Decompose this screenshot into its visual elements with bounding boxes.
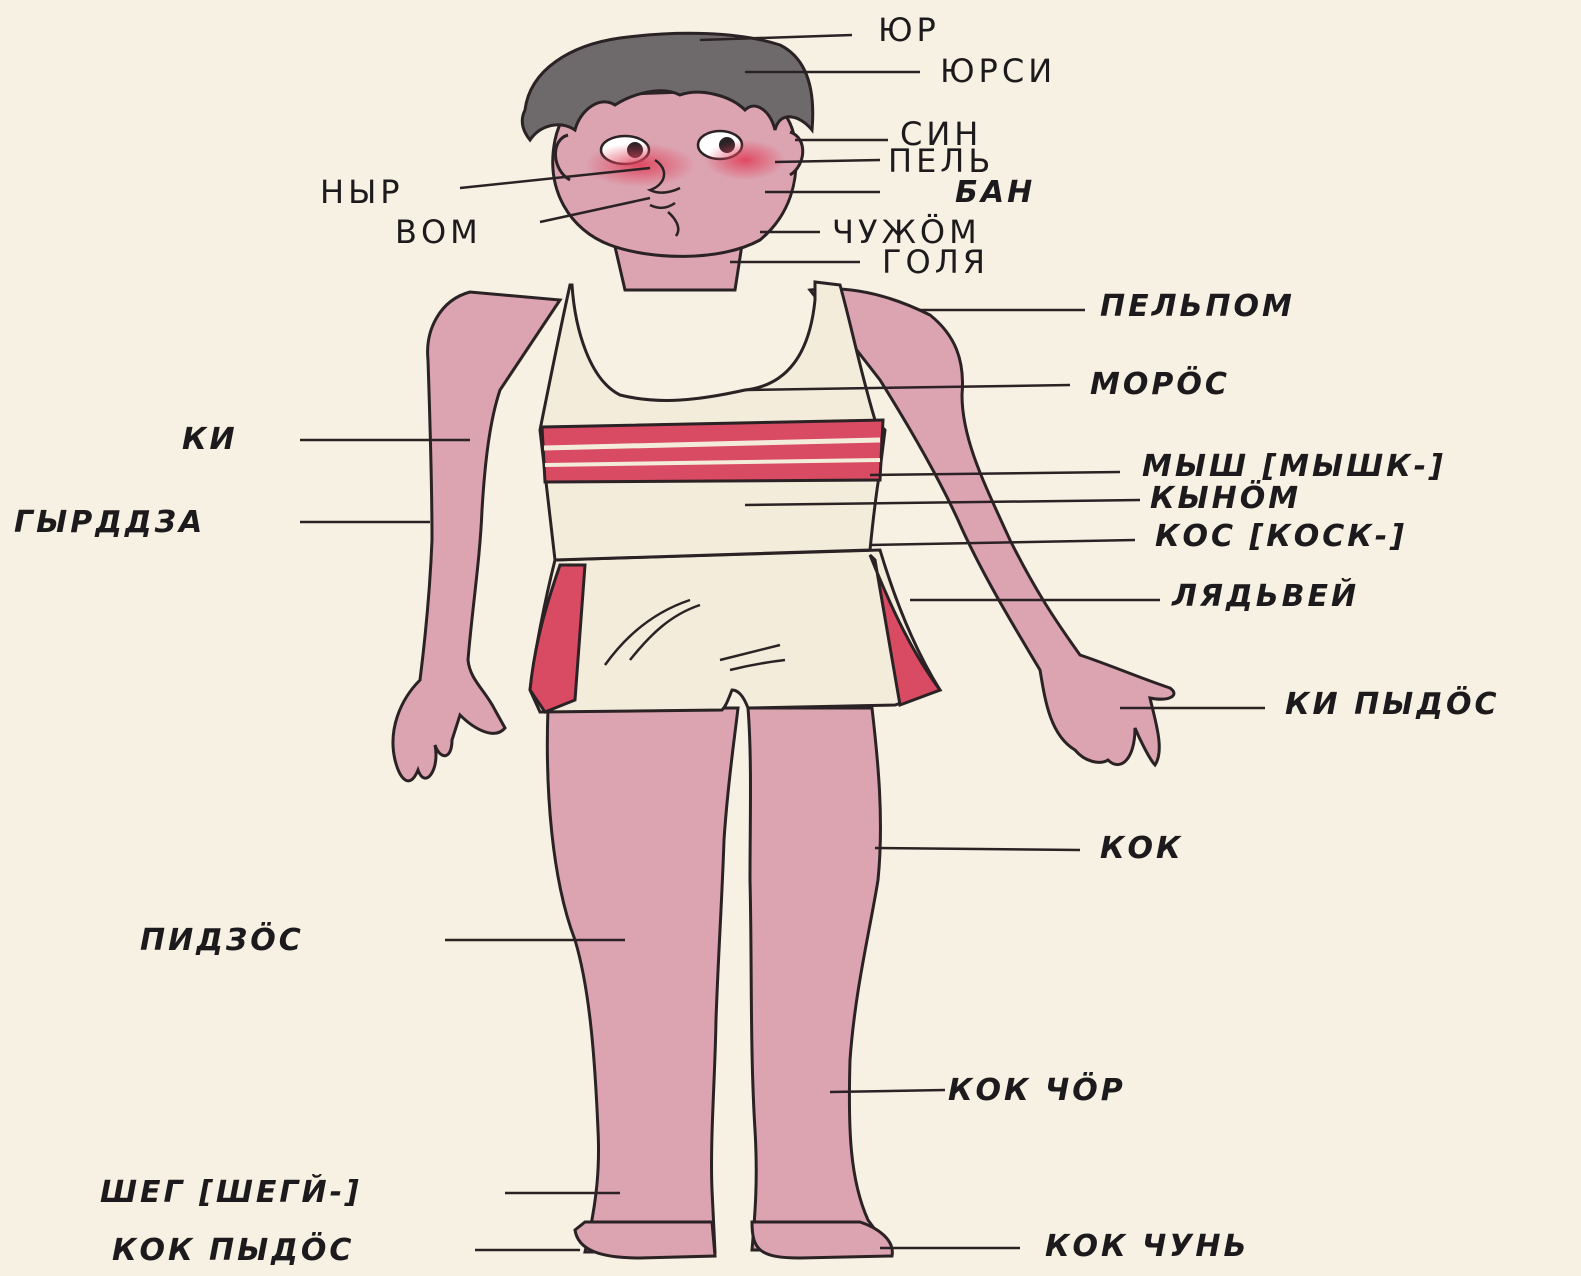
left-leg: [547, 708, 738, 1252]
head: [522, 33, 812, 256]
label-golya: ГОЛЯ: [882, 246, 989, 278]
label-moros: МОРӦС: [1090, 370, 1230, 400]
shorts: [530, 550, 940, 712]
label-ban: БАН: [955, 178, 1035, 208]
label-kok-chun: КОК ЧУНЬ: [1045, 1232, 1249, 1262]
label-kynom: КЫНӦМ: [1150, 484, 1301, 514]
label-vom: ВОМ: [395, 216, 482, 248]
label-mysh: МЫШ [МЫШК-]: [1142, 452, 1446, 482]
right-leg: [748, 708, 890, 1250]
right-foot: [752, 1222, 892, 1258]
label-gyrddza: ГЫРДДЗА: [14, 508, 205, 538]
label-kok-chor: КОК ЧӦР: [948, 1076, 1126, 1106]
label-yursi: ЮРСИ: [940, 55, 1056, 87]
singlet: [540, 282, 885, 560]
left-arm: [393, 292, 560, 781]
legs: [547, 708, 892, 1258]
label-ki: КИ: [182, 425, 238, 455]
label-pelpom: ПЕЛЬПОМ: [1100, 292, 1295, 322]
label-pel: ПЕЛЬ: [888, 145, 994, 177]
label-pidzos: ПИДЗӦС: [140, 926, 304, 956]
label-lyadvey: ЛЯДЬВЕЙ: [1172, 582, 1359, 612]
left-foot: [575, 1222, 715, 1258]
label-sheg: ШЕГ [ШЕГЙ-]: [100, 1178, 362, 1208]
label-yur: ЮР: [878, 14, 940, 46]
label-kos: КОС [КОСК-]: [1155, 522, 1407, 552]
label-ki-pydos: КИ ПЫДӦС: [1285, 690, 1500, 720]
label-kok: КОК: [1100, 834, 1184, 864]
label-nyr: НЫР: [320, 176, 404, 208]
label-kok-pydos: КОК ПЫДӦС: [112, 1236, 354, 1266]
